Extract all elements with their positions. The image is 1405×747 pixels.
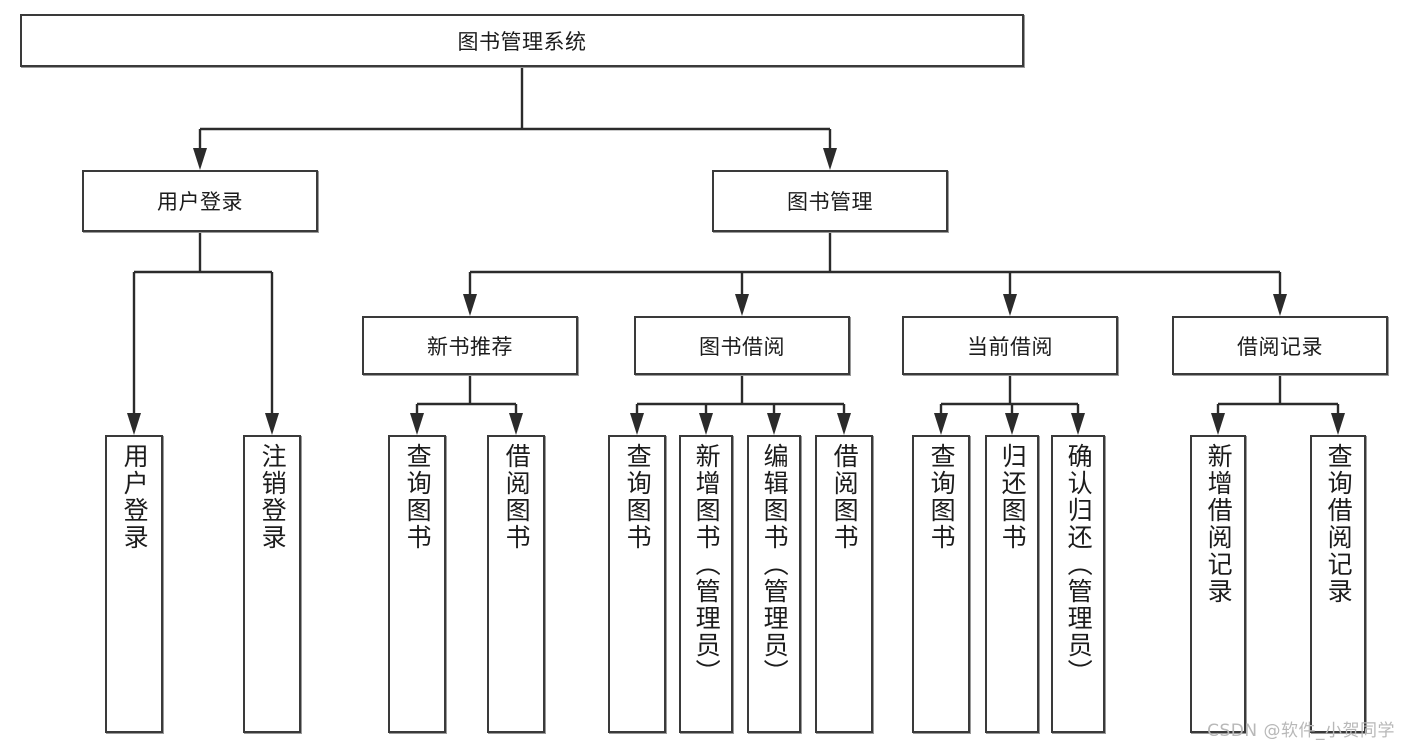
leaf-confirm-return-admin[interactable]: 确认归还（管理员） <box>1051 435 1105 733</box>
node-current-borrow[interactable]: 当前借阅 <box>902 316 1118 375</box>
leaf-edit-book-admin[interactable]: 编辑图书（管理员） <box>747 435 801 733</box>
node-book-borrow[interactable]: 图书借阅 <box>634 316 850 375</box>
leaf-label: 归还图书 <box>998 443 1028 551</box>
node-user-login-label: 用户登录 <box>157 190 243 214</box>
node-borrow-record-label: 借阅记录 <box>1237 334 1323 359</box>
leaf-query-book-current[interactable]: 查询图书 <box>912 435 970 733</box>
leaf-label: 新增借阅记录 <box>1204 443 1234 605</box>
leaf-label: 查询借阅记录 <box>1324 443 1354 605</box>
leaf-label: 新增图书（管理员） <box>692 443 722 686</box>
leaf-borrow-book[interactable]: 借阅图书 <box>815 435 873 733</box>
leaf-label: 查询图书 <box>623 443 653 551</box>
leaf-label: 查询图书 <box>403 443 433 551</box>
node-user-login[interactable]: 用户登录 <box>82 170 318 232</box>
node-new-book-recommend[interactable]: 新书推荐 <box>362 316 578 375</box>
leaf-label: 借阅图书 <box>830 443 860 551</box>
leaf-label: 查询图书 <box>927 443 957 551</box>
node-new-book-recommend-label: 新书推荐 <box>427 334 513 359</box>
watermark-text: CSDN @软件_小贺同学 <box>1207 721 1395 741</box>
node-book-management-label: 图书管理 <box>787 190 873 214</box>
node-current-borrow-label: 当前借阅 <box>967 334 1053 359</box>
node-root-label: 图书管理系统 <box>457 29 587 54</box>
leaf-label: 用户登录 <box>120 443 150 551</box>
leaf-query-borrow-record[interactable]: 查询借阅记录 <box>1310 435 1366 733</box>
leaf-add-borrow-record[interactable]: 新增借阅记录 <box>1190 435 1246 733</box>
leaf-query-book-recommend[interactable]: 查询图书 <box>388 435 446 733</box>
leaf-query-book-borrow[interactable]: 查询图书 <box>608 435 666 733</box>
node-borrow-record[interactable]: 借阅记录 <box>1172 316 1388 375</box>
leaf-label: 注销登录 <box>258 443 288 551</box>
leaf-label: 借阅图书 <box>502 443 532 551</box>
leaf-logout[interactable]: 注销登录 <box>243 435 301 733</box>
leaf-borrow-book-recommend[interactable]: 借阅图书 <box>487 435 545 733</box>
leaf-label: 编辑图书（管理员） <box>760 443 790 686</box>
leaf-return-book[interactable]: 归还图书 <box>985 435 1039 733</box>
node-book-management[interactable]: 图书管理 <box>712 170 948 232</box>
node-root[interactable]: 图书管理系统 <box>20 14 1024 67</box>
leaf-user-login[interactable]: 用户登录 <box>105 435 163 733</box>
leaf-label: 确认归还（管理员） <box>1064 443 1094 686</box>
node-book-borrow-label: 图书借阅 <box>699 334 785 359</box>
leaf-add-book-admin[interactable]: 新增图书（管理员） <box>679 435 733 733</box>
